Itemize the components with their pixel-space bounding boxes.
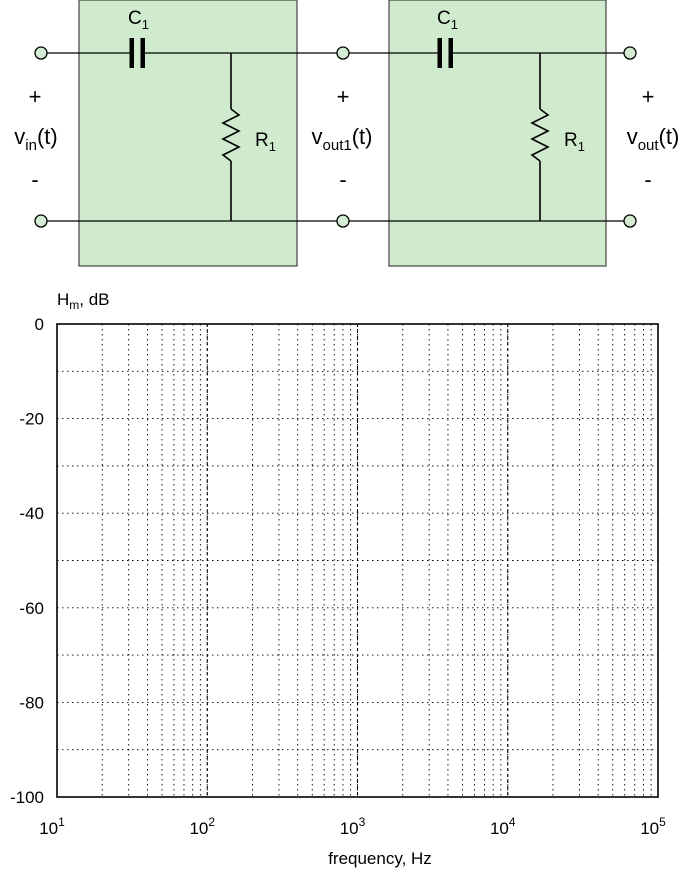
y-tick-label: -40 [19, 504, 44, 523]
port-plus-sign: + [29, 84, 42, 109]
y-tick-label: 0 [35, 315, 44, 334]
y-axis-title: Hm, dB [57, 290, 110, 312]
y-tick-label: -20 [19, 410, 44, 429]
input-voltage-label: vin(t) [14, 124, 57, 154]
terminal-node [336, 214, 350, 228]
intermediate-voltage-label: vout1(t) [312, 124, 373, 154]
capacitor-symbol [437, 38, 453, 68]
terminal-node [623, 214, 637, 228]
y-tick-label: -80 [19, 693, 44, 712]
capacitor-label-stage-1: C1 [128, 8, 149, 32]
port-minus-sign: - [339, 167, 346, 192]
stage-2-box [388, 0, 607, 267]
y-axis-ticks: 0 -20 -40 -60 -80 -100 [10, 315, 44, 807]
x-axis-title: frequency, Hz [328, 849, 432, 868]
terminal-node [623, 46, 637, 60]
x-tick-label: 105 [640, 815, 666, 838]
terminal-node [34, 214, 48, 228]
chart-grid [57, 324, 658, 797]
capacitor-symbol [129, 38, 145, 68]
resistor-symbol [221, 53, 241, 221]
plot-area-frame [56, 323, 659, 798]
y-tick-label: -60 [19, 599, 44, 618]
x-tick-label: 101 [39, 815, 65, 838]
port-minus-sign: - [31, 167, 38, 192]
output-voltage-label: vout(t) [627, 124, 680, 154]
resistor-symbol [530, 53, 550, 221]
capacitor-label-stage-2: C1 [437, 8, 458, 32]
stage-1-box [78, 0, 298, 267]
y-tick-label: -100 [10, 788, 44, 807]
port-plus-sign: + [642, 84, 655, 109]
port-minus-sign: - [644, 167, 651, 192]
terminal-node [34, 46, 48, 60]
x-tick-label: 102 [189, 815, 215, 838]
port-plus-sign: + [337, 84, 350, 109]
rc-cascade-circuit: C1 C1 R1 R1 + - vin(t) + - vout1(t) + - … [14, 0, 680, 267]
bode-magnitude-chart: 0 -20 -40 -60 -80 -100 101 102 103 104 105 Hm, dB… [10, 290, 666, 868]
x-axis-ticks: 101 102 103 104 105 [39, 815, 666, 838]
x-tick-label: 104 [490, 815, 516, 838]
x-tick-label: 103 [340, 815, 366, 838]
resistor-label-stage-1: R1 [255, 130, 276, 154]
terminal-node [336, 46, 350, 60]
resistor-label-stage-2: R1 [564, 130, 585, 154]
